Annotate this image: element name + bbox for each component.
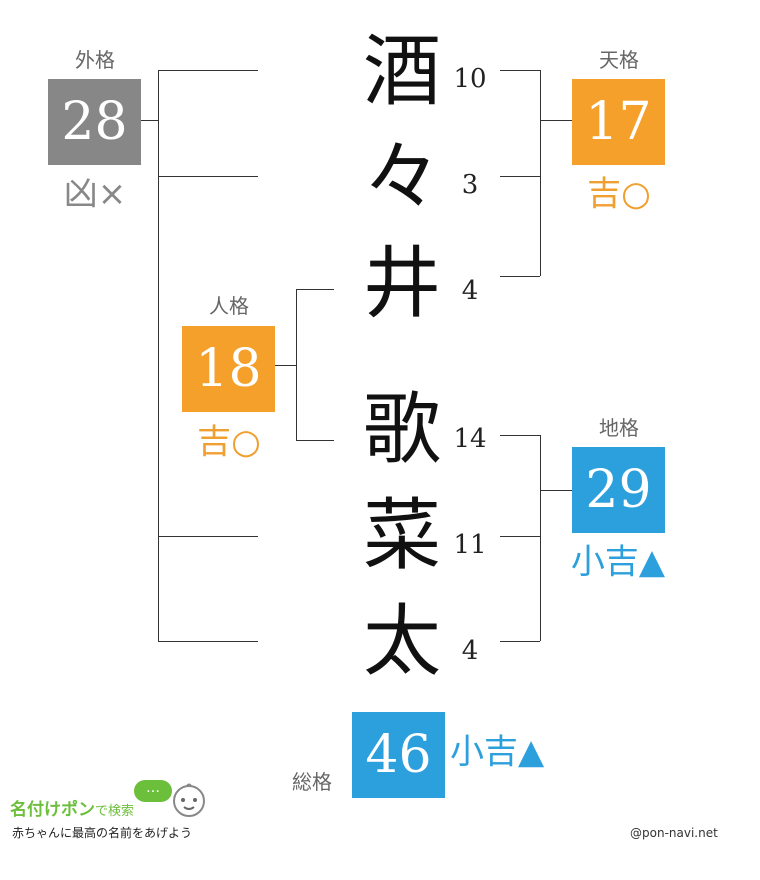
tenkaku-connector bbox=[540, 120, 572, 121]
chikaku-bracket-middle bbox=[500, 536, 540, 537]
soukaku-value: 46 bbox=[352, 712, 445, 798]
jinkaku-bracket-vertical bbox=[296, 289, 297, 440]
footer-tagline: 赤ちゃんに最高の名前をあげよう bbox=[12, 826, 193, 840]
chikaku-value: 29 bbox=[572, 447, 665, 533]
gaikaku-bracket-upper-tick bbox=[158, 176, 258, 177]
name-char-2: 々 bbox=[362, 133, 441, 223]
chat-bubble-icon: … bbox=[134, 780, 172, 802]
jinkaku-verdict: 吉○ bbox=[197, 422, 261, 462]
stroke-count-1: 10 bbox=[453, 64, 487, 94]
jinkaku-bracket-bottom bbox=[296, 440, 334, 441]
chikaku-label: 地格 bbox=[599, 416, 639, 440]
gaikaku-connector bbox=[141, 120, 158, 121]
gaikaku-bracket-lower-tick bbox=[158, 536, 258, 537]
stroke-count-5: 11 bbox=[453, 530, 487, 560]
footer-site[interactable]: @pon-navi.net bbox=[630, 826, 718, 840]
name-char-1: 酒 bbox=[362, 27, 441, 117]
soukaku-label: 総格 bbox=[292, 770, 332, 794]
name-char-3: 井 bbox=[362, 239, 441, 329]
gaikaku-label: 外格 bbox=[75, 48, 115, 72]
jinkaku-connector bbox=[275, 365, 296, 366]
stroke-count-3: 4 bbox=[461, 276, 479, 306]
jinkaku-bracket-top bbox=[296, 289, 334, 290]
gaikaku-bracket-top bbox=[158, 70, 258, 71]
stroke-count-4: 14 bbox=[453, 424, 487, 454]
gaikaku-verdict: 凶× bbox=[63, 174, 127, 214]
soukaku-verdict: 小吉▲ bbox=[450, 732, 545, 772]
tenkaku-verdict: 吉○ bbox=[587, 174, 651, 214]
name-char-5: 菜 bbox=[362, 491, 441, 581]
stroke-count-2: 3 bbox=[461, 170, 479, 200]
tenkaku-bracket-middle bbox=[500, 176, 540, 177]
jinkaku-label: 人格 bbox=[209, 294, 249, 318]
chikaku-bracket-vertical bbox=[540, 435, 541, 641]
name-char-4: 歌 bbox=[362, 385, 441, 475]
chikaku-bracket-top bbox=[500, 435, 540, 436]
tenkaku-label: 天格 bbox=[599, 48, 639, 72]
name-char-6: 太 bbox=[362, 597, 441, 687]
site-logo-text: 名付けポン bbox=[10, 800, 95, 820]
tenkaku-bracket-vertical bbox=[540, 70, 541, 276]
stroke-count-6: 4 bbox=[461, 636, 479, 666]
tenkaku-bracket-top bbox=[500, 70, 540, 71]
baby-face-icon bbox=[170, 782, 208, 824]
chikaku-bracket-bottom bbox=[500, 641, 540, 642]
tenkaku-bracket-bottom bbox=[500, 276, 540, 277]
gaikaku-bracket-bottom bbox=[158, 641, 258, 642]
site-logo[interactable]: 名付けポンで検索 bbox=[10, 795, 134, 820]
chikaku-connector bbox=[540, 490, 572, 491]
gaikaku-bracket-vertical bbox=[158, 70, 159, 642]
tenkaku-value: 17 bbox=[572, 79, 665, 165]
jinkaku-value: 18 bbox=[182, 326, 275, 412]
gaikaku-value: 28 bbox=[48, 79, 141, 165]
chikaku-verdict: 小吉▲ bbox=[570, 542, 666, 582]
site-logo-suffix: で検索 bbox=[95, 804, 135, 819]
